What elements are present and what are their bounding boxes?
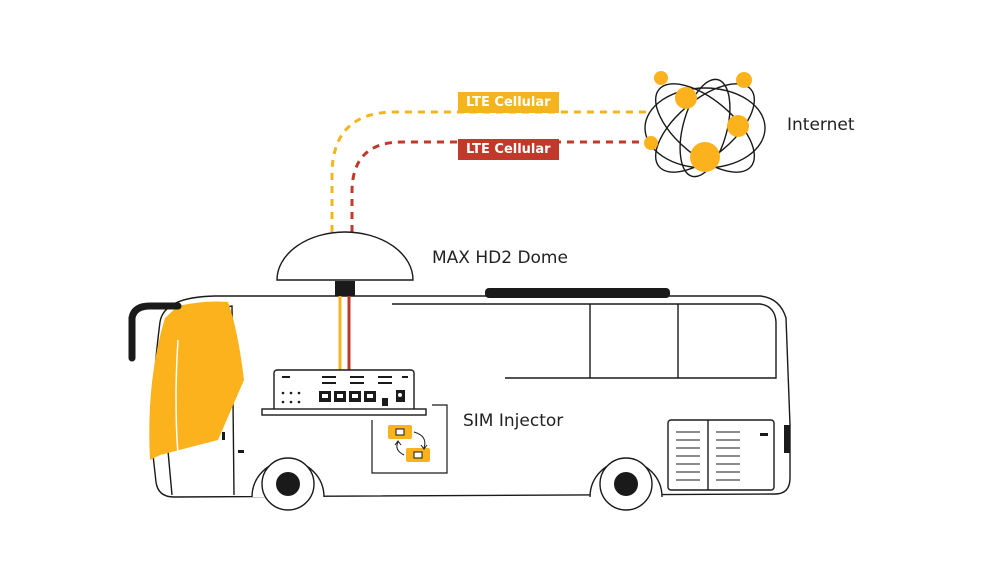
globe-network-icon (644, 71, 766, 178)
router-icon (261, 369, 427, 416)
link-lte-1 (330, 110, 648, 232)
sim-card-icon (371, 404, 448, 474)
bus-rear-wheel (589, 457, 663, 511)
link-lte-2 (350, 140, 648, 232)
label-internet: Internet (787, 115, 855, 135)
dome-antenna-icon (276, 231, 414, 296)
bus-front-wheel (251, 457, 325, 511)
bus-mirror (128, 302, 182, 362)
bus-icon (151, 288, 791, 498)
label-sim-injector: SIM Injector (463, 411, 564, 431)
bus-windshield (149, 301, 244, 460)
label-dome: MAX HD2 Dome (432, 248, 568, 268)
link-label-lte-2: LTE Cellular (458, 139, 559, 160)
link-label-lte-1: LTE Cellular (458, 92, 559, 113)
